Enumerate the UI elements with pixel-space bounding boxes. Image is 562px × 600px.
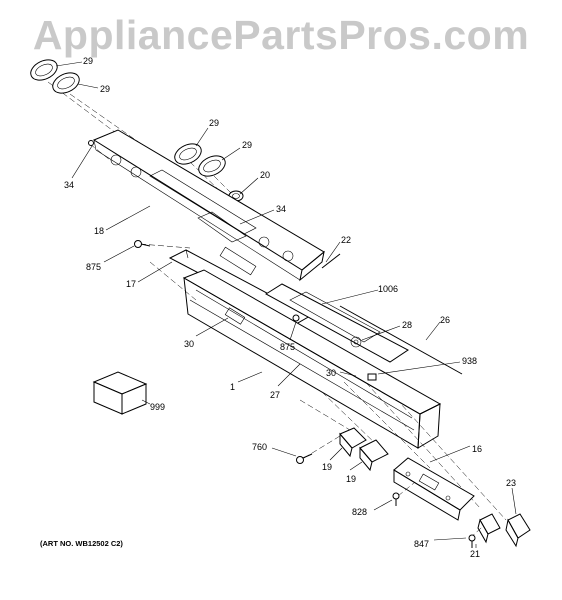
callout-21: 21: [470, 549, 480, 559]
callout-938: 938: [462, 356, 477, 366]
callout-labels: 29 29 29 29 34 20 34 18 22 875 17 1006 2…: [64, 56, 516, 559]
rod-26: [339, 305, 463, 375]
screw-34-left: [88, 140, 94, 146]
callout-34: 34: [276, 204, 286, 214]
callout-34: 34: [64, 180, 74, 190]
callout-760: 760: [252, 442, 267, 452]
screw-875-left: [134, 240, 151, 248]
callout-875: 875: [280, 342, 295, 352]
board-1006: [265, 283, 409, 363]
switch-19-upper: [339, 427, 367, 458]
knob-29-upper-right: [174, 143, 202, 165]
switch-21: [477, 513, 501, 544]
callout-23: 23: [506, 478, 516, 488]
callout-1: 1: [230, 382, 235, 392]
bracket-23: [505, 513, 531, 548]
callout-29: 29: [100, 84, 110, 94]
watermark: AppliancePartsPros.com: [32, 12, 530, 58]
rod-22: [321, 253, 341, 269]
control-board-16: [393, 457, 475, 521]
callout-30: 30: [326, 368, 336, 378]
screw-828: [392, 492, 400, 506]
callout-1006: 1006: [378, 284, 398, 294]
knob-29-upper-left: [30, 59, 58, 81]
leader-lines: [55, 61, 517, 548]
callout-875: 875: [86, 262, 101, 272]
box-999: [92, 371, 148, 415]
knob-29-lower-left: [52, 72, 80, 94]
callout-999: 999: [150, 402, 165, 412]
callout-18: 18: [94, 226, 104, 236]
callout-22: 22: [341, 235, 351, 245]
callout-28: 28: [402, 320, 412, 330]
knob-29-lower-right: [198, 155, 226, 177]
callout-26: 26: [440, 315, 450, 325]
screw-875-center: [292, 314, 300, 322]
callout-29: 29: [209, 118, 219, 128]
clip-938: [367, 373, 377, 381]
screw-847: [468, 534, 476, 548]
housing-1: [182, 269, 442, 449]
callout-19: 19: [346, 474, 356, 484]
callout-828: 828: [352, 507, 367, 517]
switch-19-lower: [359, 439, 389, 472]
callout-17: 17: [126, 279, 136, 289]
callout-20: 20: [260, 170, 270, 180]
callout-16: 16: [472, 444, 482, 454]
callout-27: 27: [270, 390, 280, 400]
callout-847: 847: [414, 539, 429, 549]
callout-29: 29: [83, 56, 93, 66]
art-number: (ART NO. WB12502 C2): [40, 539, 123, 548]
control-panel-18: [92, 129, 325, 282]
screw-760: [296, 453, 313, 464]
callout-19: 19: [322, 462, 332, 472]
callout-29: 29: [242, 140, 252, 150]
callout-30: 30: [184, 339, 194, 349]
